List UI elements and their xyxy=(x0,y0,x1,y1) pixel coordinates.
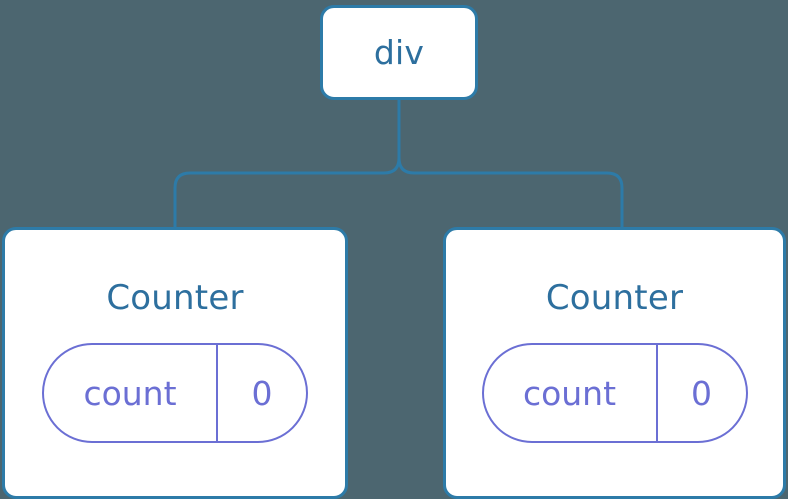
state-key-cell-right: count xyxy=(484,345,658,441)
state-key-label-left: count xyxy=(83,373,177,413)
state-key-cell-left: count xyxy=(44,345,218,441)
node-counter-right[interactable]: Counter count 0 xyxy=(443,227,786,499)
node-div[interactable]: div xyxy=(320,5,478,100)
state-key-label-right: count xyxy=(522,373,617,413)
state-value-cell-right: 0 xyxy=(658,345,746,441)
state-pill-counter-left[interactable]: count 0 xyxy=(42,343,308,443)
edge-div-to-counter-left xyxy=(173,98,401,231)
node-div-label: div xyxy=(373,33,425,72)
state-value-label-left: 0 xyxy=(251,373,273,413)
node-counter-left[interactable]: Counter count 0 xyxy=(2,227,348,499)
node-counter-left-label: Counter xyxy=(106,278,244,318)
state-value-cell-left: 0 xyxy=(218,345,306,441)
edge-div-to-counter-right xyxy=(397,98,624,231)
node-counter-right-label: Counter xyxy=(545,278,684,318)
state-pill-counter-right[interactable]: count 0 xyxy=(481,343,748,443)
state-value-label-right: 0 xyxy=(691,373,712,413)
